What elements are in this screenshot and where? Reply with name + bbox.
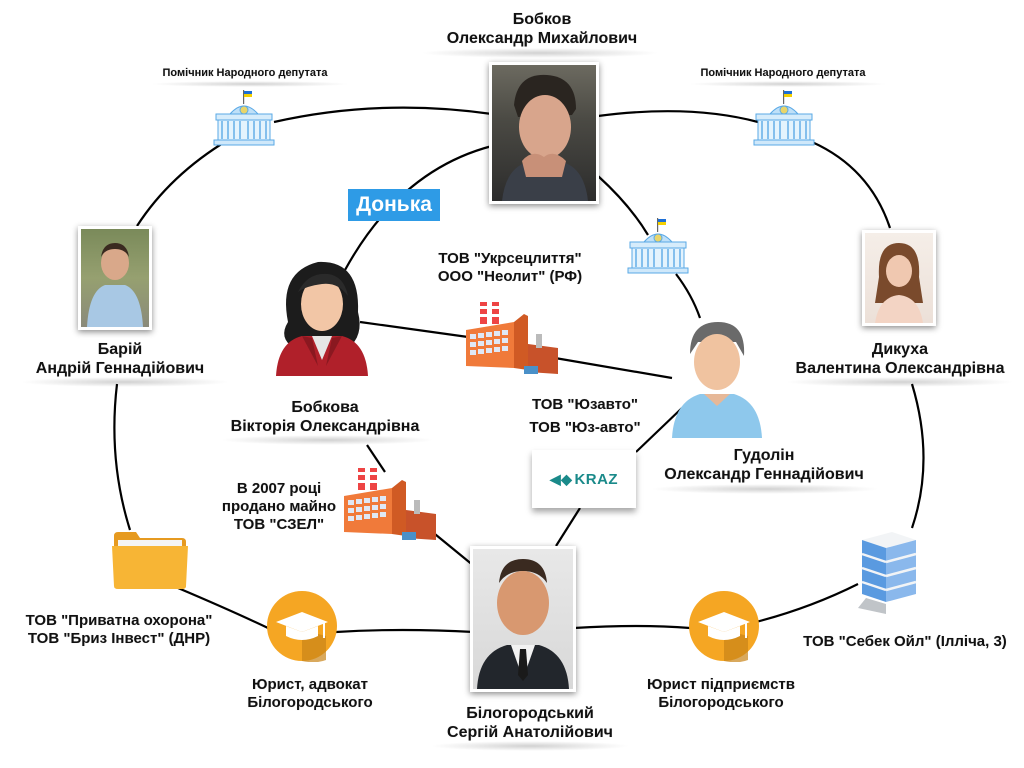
bariy-label: Барій Андрій Геннадійович	[20, 340, 220, 378]
edge-szel-to-belogorodsky	[429, 529, 475, 567]
woman-avatar-icon[interactable]	[268, 252, 374, 376]
edge-bobkova-to-szel	[366, 444, 386, 473]
lawyer-right-line1: Юрист підприємств	[647, 676, 795, 693]
edge-ukrsec-to-gudolin	[554, 356, 673, 380]
belogorodsky-surname: Білогородський	[466, 705, 594, 722]
parliament-building-icon[interactable]	[626, 218, 690, 274]
edge-bobkov-to-parliament-mid	[597, 175, 649, 236]
okhorona-label: ТОВ "Приватна охорона" ТОВ "Бриз Інвест"…	[4, 612, 234, 648]
edge-folder-to-lawyer-left	[177, 586, 269, 629]
label-shadow	[688, 81, 888, 87]
center-surname: Бобков	[512, 11, 572, 28]
ukrsec-line1: ТОВ "Укрсецлиття"	[438, 250, 582, 267]
label-shadow	[20, 377, 230, 387]
label-shadow	[785, 377, 1015, 387]
belogorodsky-label: Білогородський Сергій Анатолійович	[420, 704, 640, 742]
dykukha-surname: Дикуха	[871, 341, 929, 358]
bariy-photo[interactable]	[78, 226, 152, 330]
dykukha-label: Дикуха Валентина Олександрівна	[780, 340, 1020, 378]
gudolin-name: Олександр Геннадійович	[664, 466, 864, 484]
kraz-logo-text: KRAZ	[574, 470, 619, 488]
edge-gudolin-to-kraz	[635, 407, 683, 453]
edge-belogorodsky-to-lawyer-right	[573, 624, 691, 630]
center-name: Олександр Михайлович	[446, 30, 638, 48]
label-shadow	[150, 81, 350, 87]
lawyer-right-label: Юрист підприємств Білогородського	[626, 676, 816, 712]
man-avatar-icon[interactable]	[666, 314, 766, 438]
office-building-icon[interactable]	[852, 526, 924, 616]
folder-icon[interactable]	[112, 528, 188, 590]
man-portrait-icon	[477, 559, 569, 689]
belogorodsky-name: Сергій Анатолійович	[447, 724, 613, 742]
graduation-cap-icon[interactable]	[688, 590, 760, 663]
assistant-right-label: Помічник Народного депутата	[700, 67, 866, 79]
bobkova-surname: Бобкова	[291, 399, 359, 416]
edge-assistant-left-to-bariy	[136, 139, 229, 227]
label-shadow	[220, 435, 435, 445]
szel-line2: продано майно	[221, 498, 337, 515]
label-shadow	[650, 484, 880, 494]
lawyer-left-line1: Юрист, адвокат	[252, 676, 368, 693]
lawyer-left-label: Юрист, адвокат Білогородського	[220, 676, 400, 712]
edge-lawyer-left-to-belogorodsky	[335, 628, 475, 634]
yuzavto-label: ТОВ "Юзавто" ТОВ "Юз-авто"	[510, 393, 660, 440]
edge-parliament-mid-to-gudolin	[675, 273, 702, 319]
parliament-building-icon[interactable]	[212, 90, 276, 146]
bariy-name: Андрій Геннадійович	[35, 360, 205, 378]
edge-assistant-left-to-bobkov	[273, 106, 493, 124]
sebek-label: ТОВ "Себек Ойл" (Ілліча, 3)	[803, 633, 1007, 650]
okhorona-line1: ТОВ "Приватна охорона"	[25, 612, 213, 629]
kraz-logo-mark-icon: ◀◆	[549, 470, 573, 487]
bobkova-label: Бобкова Вікторія Олександрівна	[210, 398, 440, 436]
woman-portrait-icon	[875, 243, 923, 323]
okhorona-line2: ТОВ "Бриз Інвест" (ДНР)	[27, 630, 211, 647]
edge-bobkova-to-ukrsec	[359, 320, 469, 339]
belogorodsky-photo[interactable]	[470, 546, 576, 692]
szel-line3: ТОВ "СЗЕЛ"	[233, 516, 325, 533]
lawyer-left-line2: Білогородського	[247, 694, 373, 711]
label-shadow	[430, 741, 630, 751]
edge-kraz-to-belogorodsky	[555, 507, 581, 547]
center-person-label: Бобков Олександр Михайлович	[412, 10, 672, 48]
ukrsec-label: ТОВ "Укрсецлиття" ООО "Неолит" (РФ)	[410, 250, 610, 286]
label-shadow	[420, 48, 660, 58]
szel-label: В 2007 році продано майно ТОВ "СЗЕЛ"	[214, 480, 344, 534]
bobkova-name: Вікторія Олександрівна	[230, 418, 420, 436]
gudolin-surname: Гудолін	[733, 447, 795, 464]
man-portrait-icon	[502, 74, 588, 201]
edge-bobkov-to-assistant-right	[597, 110, 759, 124]
gudolin-label: Гудолін Олександр Геннадійович	[644, 446, 884, 484]
edge-assistant-right-to-dykukha	[811, 140, 892, 229]
graduation-cap-icon[interactable]	[266, 590, 338, 663]
dykukha-photo[interactable]	[862, 230, 936, 326]
assistant-left-label: Помічник Народного депутата	[162, 67, 328, 79]
daughter-tag: Донька	[348, 189, 440, 221]
ukrsec-line2: ООО "Неолит" (РФ)	[437, 268, 583, 285]
parliament-building-icon[interactable]	[752, 90, 816, 146]
edge-lawyer-right-to-sebek	[755, 583, 859, 624]
kraz-logo[interactable]: ◀◆ KRAZ	[532, 450, 636, 508]
factory-icon[interactable]	[462, 300, 562, 380]
dykukha-name: Валентина Олександрівна	[795, 360, 1005, 378]
bariy-surname: Барій	[97, 341, 143, 358]
yuzavto-line2: ТОВ "Юз-авто"	[529, 419, 641, 437]
man-portrait-icon	[87, 243, 143, 327]
factory-icon[interactable]	[340, 466, 440, 546]
lawyer-right-line2: Білогородського	[658, 694, 784, 711]
yuzavto-line1: ТОВ "Юзавто"	[531, 396, 639, 413]
edge-bariy-to-folder	[113, 383, 132, 531]
bobkov-photo[interactable]	[489, 62, 599, 204]
szel-line1: В 2007 році	[236, 480, 322, 497]
edge-dykukha-to-sebek	[910, 383, 925, 529]
